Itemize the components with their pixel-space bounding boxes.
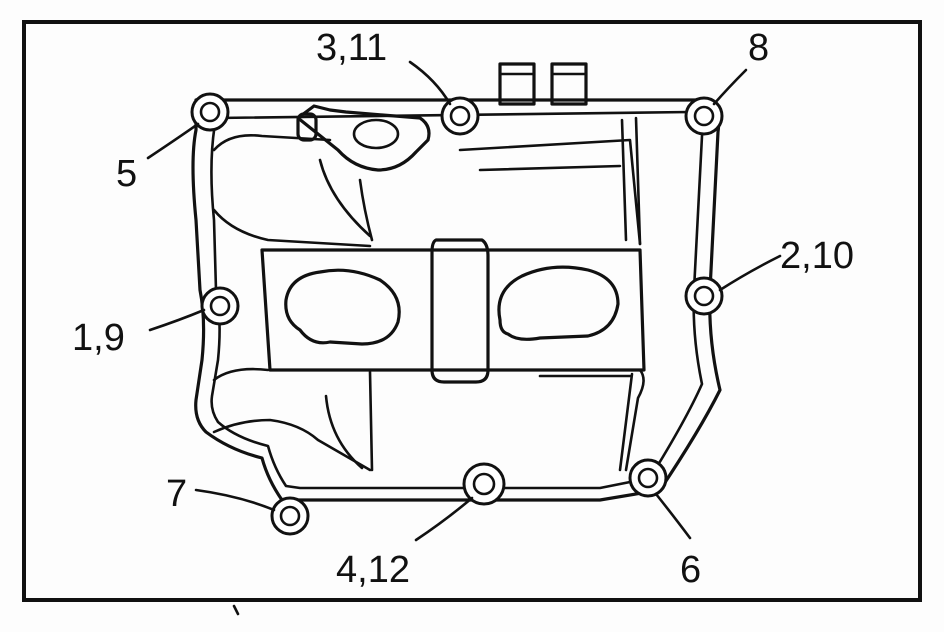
center-plate [260,248,646,372]
callout-top-right: 8 [748,27,769,69]
bolt-hole-icon [440,96,480,136]
top-fitting-stub [296,112,318,142]
top-nipple-left [498,62,536,106]
figure-frame [22,20,922,602]
lower-left-rib [212,367,372,472]
scan-mark [232,604,240,616]
callout-top-left: 5 [116,153,137,195]
center-boss [430,238,490,384]
leader-bottom-left [194,488,276,512]
bolt-hole-icon [270,496,310,536]
upper-left-rib [212,134,372,248]
right-lobe-opening [497,265,620,341]
right-inner-wall [620,116,642,246]
bolt-hole-icon [628,458,668,498]
lower-right-wall [618,368,645,472]
bolt-hole-icon [462,462,506,506]
callout-bottom-left: 7 [166,473,187,515]
upper-right-channel [458,138,642,246]
leader-left-middle [148,308,206,332]
bolt-hole-icon [200,286,240,326]
leader-bottom-center [414,496,474,542]
top-fitting-port [352,118,400,150]
leader-bottom-right [654,492,692,540]
callout-left-middle: 1,9 [72,317,125,359]
top-nipple-right [550,62,588,106]
callout-right-middle: 2,10 [780,235,854,277]
bolt-hole-icon [684,96,724,136]
leader-top-center [408,60,452,106]
leader-right-middle [718,254,782,292]
upper-left-rib-2 [318,158,374,242]
callout-bottom-right: 6 [680,549,701,591]
cover-outline-outer [191,98,722,502]
leader-top-right [712,68,748,106]
leader-top-left [146,122,200,160]
callout-top-center: 3,11 [316,27,387,69]
bolt-hole-icon [684,276,724,316]
top-left-fitting [296,104,431,172]
lower-left-rib-2 [324,370,374,472]
bolt-hole-icon [190,92,230,132]
callout-bottom-center: 4,12 [336,549,410,591]
left-lobe-opening [284,268,401,346]
